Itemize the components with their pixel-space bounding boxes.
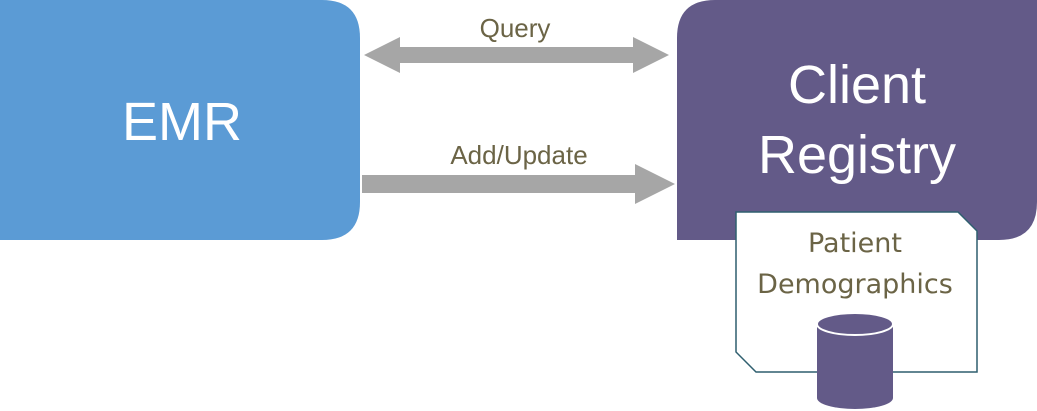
query-arrow-shape <box>364 37 669 73</box>
database-label-line2: Demographics <box>757 269 953 300</box>
client-registry-label-line2: Registry <box>758 125 956 185</box>
database-card <box>735 211 978 373</box>
cylinder-top <box>816 312 894 336</box>
add-update-label: Add/Update <box>450 140 587 170</box>
database-label-line1: Patient <box>808 228 902 259</box>
add-update-arrow: Add/Update <box>362 140 675 204</box>
client-registry-box: Client Registry <box>677 0 1037 240</box>
database-cylinder-icon <box>816 312 894 409</box>
add-update-arrow-shape <box>362 164 675 204</box>
emr-box-shape <box>0 0 360 240</box>
patient-demographics-database: Patient Demographics <box>735 211 978 409</box>
query-arrow: Query <box>364 13 669 73</box>
client-registry-label-line1: Client <box>788 55 926 115</box>
cylinder-body <box>817 324 893 409</box>
client-registry-shape <box>677 0 1037 240</box>
emr-label: EMR <box>122 92 242 152</box>
emr-box: EMR <box>0 0 360 240</box>
query-label: Query <box>480 13 551 43</box>
